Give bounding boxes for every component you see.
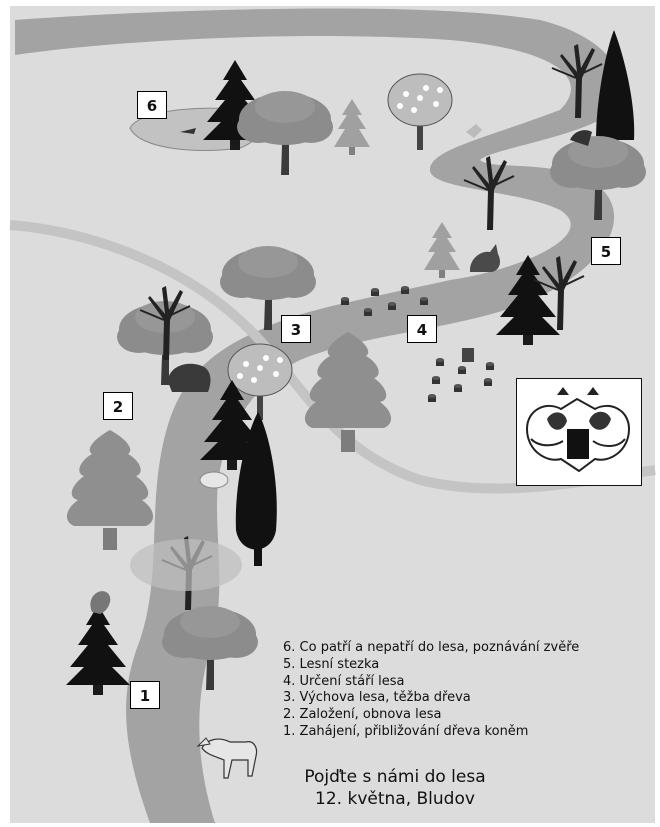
legend-item: 2. Založení, obnova lesa xyxy=(283,707,442,723)
tall-dark-tree xyxy=(596,30,635,140)
blossom-canopy xyxy=(130,539,242,591)
legend-item: 1. Zahájení, přibližování dřeva koněm xyxy=(283,723,529,739)
legend-item: 5. Lesní stezka xyxy=(283,656,380,672)
legend-item: 3. Výchova lesa, těžba dřeva xyxy=(283,690,471,706)
station-legend: 6. Co patří a nepatří do lesa, poznávání… xyxy=(283,640,655,741)
squirrel-icon xyxy=(90,591,111,614)
station-1-marker: 1 xyxy=(130,681,160,709)
stump-icon xyxy=(486,362,494,370)
stump-icon xyxy=(458,366,466,374)
station-4-marker: 4 xyxy=(407,315,437,343)
stump-icon xyxy=(436,358,444,366)
tall-dark-tree xyxy=(235,412,277,550)
stump-icon xyxy=(454,384,462,392)
bird-icon xyxy=(570,130,592,146)
station-3-marker: 3 xyxy=(281,315,311,343)
legend-item: 4. Určení stáří lesa xyxy=(283,673,405,689)
stump-icon xyxy=(484,378,492,386)
deer-icon xyxy=(466,124,482,138)
stump-icon xyxy=(401,286,409,294)
legend-item: 6. Co patří a nepatří do lesa, poznávání… xyxy=(283,640,580,655)
stump-icon xyxy=(420,297,428,305)
stump-icon xyxy=(388,302,396,310)
fox-icon xyxy=(470,244,500,272)
rabbit-icon xyxy=(199,471,229,489)
bear-icon xyxy=(168,363,211,392)
stump-icon xyxy=(371,288,379,296)
invitation-title: Pojďte s námi do lesa xyxy=(304,767,486,787)
stump-icon xyxy=(428,394,436,402)
stump-icon xyxy=(364,308,372,316)
horse-icon xyxy=(201,738,258,779)
event-invitation: Pojďte s námi do lesa 12. května, Bludov xyxy=(270,766,520,810)
coat-of-arms-image xyxy=(525,387,631,473)
station-5-marker: 5 xyxy=(591,237,621,265)
coat-of-arms xyxy=(516,378,642,486)
boar-icon xyxy=(462,348,474,362)
stump-icon xyxy=(341,297,349,305)
tree-trunk xyxy=(254,540,262,566)
stump-icon xyxy=(432,376,440,384)
fish-icon xyxy=(180,128,196,134)
station-2-marker: 2 xyxy=(103,392,133,420)
invitation-date-place: 12. května, Bludov xyxy=(315,789,475,809)
station-6-marker: 6 xyxy=(137,91,167,119)
forest-path xyxy=(15,8,620,823)
